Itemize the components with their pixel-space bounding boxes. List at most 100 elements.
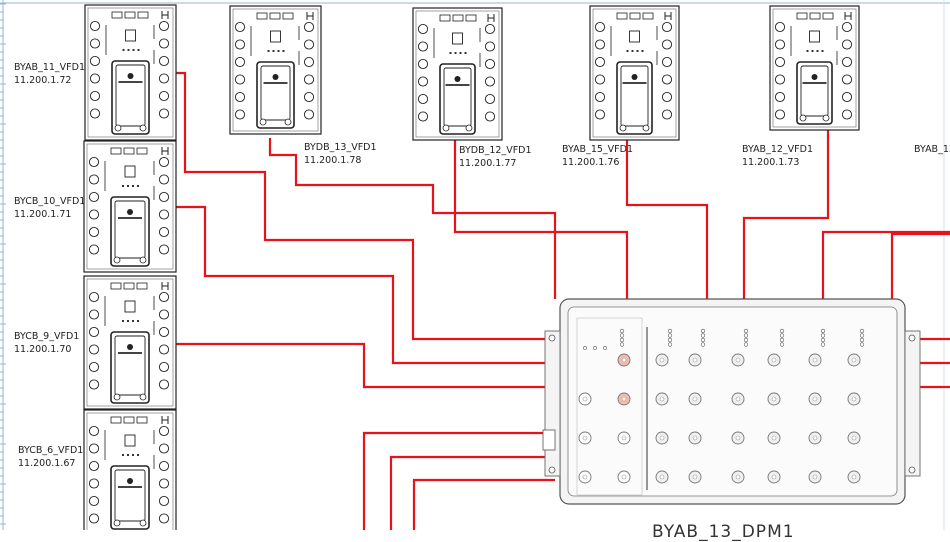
drive-face bbox=[800, 65, 829, 117]
vfd-label-byab-13: BYAB_13 bbox=[914, 144, 950, 155]
wire-marks bbox=[104, 296, 155, 335]
wire-0 bbox=[175, 71, 555, 341]
terminal bbox=[303, 109, 315, 120]
wire-marks bbox=[105, 25, 155, 64]
pin-dot bbox=[137, 49, 140, 51]
terminal bbox=[88, 326, 100, 338]
pin-dot bbox=[137, 320, 139, 322]
vfd-inner-frame bbox=[86, 278, 174, 407]
terminal bbox=[774, 39, 786, 50]
terminal bbox=[234, 74, 246, 85]
wire-7 bbox=[453, 135, 629, 299]
dpm-panel bbox=[542, 298, 921, 505]
io-led bbox=[820, 333, 826, 338]
terminal bbox=[234, 56, 246, 68]
status-led bbox=[619, 328, 625, 334]
terminal bbox=[661, 39, 673, 50]
io-led bbox=[667, 333, 673, 338]
mount-hole bbox=[548, 466, 556, 474]
status-badge bbox=[439, 14, 451, 22]
status-led bbox=[583, 346, 587, 350]
terminal bbox=[841, 39, 853, 50]
wire-marks bbox=[250, 26, 300, 65]
pin-dot bbox=[641, 50, 644, 52]
dpm-mount-left bbox=[544, 330, 561, 477]
io-led bbox=[700, 337, 706, 343]
vfd-byab-12 bbox=[769, 5, 860, 131]
vfd-bycb-10 bbox=[83, 140, 177, 273]
pin-dot bbox=[464, 52, 467, 54]
screw-icon bbox=[113, 519, 121, 527]
drive-face bbox=[114, 469, 146, 522]
terminal bbox=[89, 55, 101, 67]
screw-icon bbox=[139, 256, 147, 264]
status-badge bbox=[136, 416, 148, 424]
screw-icon bbox=[642, 124, 650, 132]
terminal bbox=[661, 56, 673, 68]
brand-strip bbox=[118, 81, 143, 83]
mount-hole bbox=[908, 466, 916, 474]
terminal bbox=[774, 91, 786, 103]
ground-icon bbox=[161, 11, 169, 19]
mount-hole bbox=[548, 334, 556, 342]
terminal bbox=[234, 39, 246, 50]
terminal bbox=[234, 91, 246, 103]
m12-port-core bbox=[621, 435, 627, 441]
terminal bbox=[303, 21, 315, 33]
terminal bbox=[88, 495, 100, 507]
io-port-core bbox=[771, 435, 777, 441]
pin-dot bbox=[806, 50, 809, 52]
pin-dot bbox=[454, 52, 457, 54]
terminal bbox=[158, 108, 170, 119]
terminal bbox=[158, 244, 170, 255]
io-port-core bbox=[692, 474, 698, 480]
screw-icon bbox=[465, 124, 473, 132]
terminal bbox=[88, 460, 100, 472]
terminal bbox=[303, 56, 315, 68]
terminal bbox=[417, 58, 429, 70]
screw-icon bbox=[259, 118, 267, 126]
terminal bbox=[158, 513, 170, 524]
terminal bbox=[158, 460, 170, 472]
terminal bbox=[88, 379, 100, 390]
status-led bbox=[619, 337, 625, 343]
terminal bbox=[89, 20, 101, 32]
io-port-core bbox=[812, 435, 818, 441]
pin-dot bbox=[277, 50, 280, 52]
terminal bbox=[841, 56, 853, 68]
status-badge bbox=[123, 147, 135, 155]
vfd-byab-11 bbox=[84, 4, 177, 141]
screw-icon bbox=[284, 118, 292, 126]
io-led bbox=[859, 342, 865, 347]
terminal bbox=[594, 39, 606, 50]
logo-icon bbox=[127, 73, 134, 79]
ground-icon bbox=[487, 14, 495, 22]
rj45-port-icon bbox=[452, 32, 463, 45]
terminal bbox=[484, 23, 496, 35]
terminal bbox=[88, 209, 100, 220]
logo-icon bbox=[127, 209, 133, 215]
terminal bbox=[303, 39, 315, 50]
dpm-mount-right bbox=[904, 330, 921, 477]
io-port-core bbox=[851, 435, 857, 441]
status-led bbox=[619, 342, 625, 347]
logo-icon bbox=[127, 344, 133, 350]
io-led bbox=[859, 328, 865, 334]
io-led bbox=[859, 337, 865, 343]
m12-port-core bbox=[582, 474, 588, 480]
status-badge bbox=[616, 12, 628, 20]
terminal bbox=[158, 443, 170, 454]
status-badge bbox=[111, 11, 123, 19]
drive-face bbox=[260, 65, 291, 121]
brand-strip bbox=[118, 217, 142, 219]
wire-10 bbox=[821, 230, 950, 299]
io-port-core bbox=[659, 435, 665, 441]
terminal bbox=[661, 109, 673, 120]
screw-icon bbox=[619, 124, 627, 132]
screw-icon bbox=[113, 256, 121, 264]
pin-dot bbox=[811, 50, 814, 52]
terminal bbox=[88, 513, 100, 524]
terminal bbox=[594, 56, 606, 68]
